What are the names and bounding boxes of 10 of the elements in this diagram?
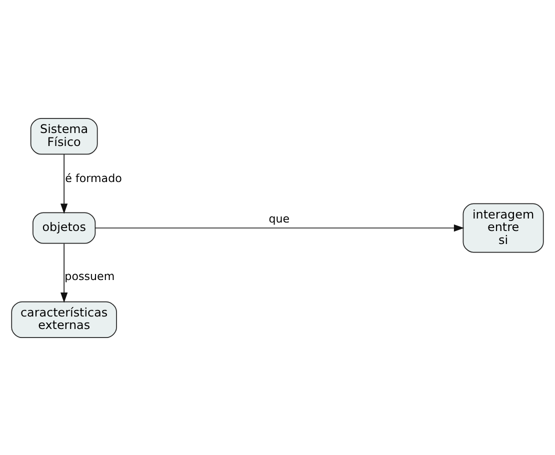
arrow: [60, 154, 68, 214]
edge-label: que: [268, 212, 290, 225]
node-box: interagem entre si: [462, 202, 544, 252]
arrow: [94, 224, 464, 232]
edge-label: é formado: [65, 171, 122, 184]
node-box: objetos: [32, 212, 96, 244]
node-box: características externas: [11, 300, 117, 338]
node-box: Sistema Físico: [30, 117, 98, 154]
arrow: [60, 242, 68, 302]
edge-label: possuem: [64, 269, 115, 282]
